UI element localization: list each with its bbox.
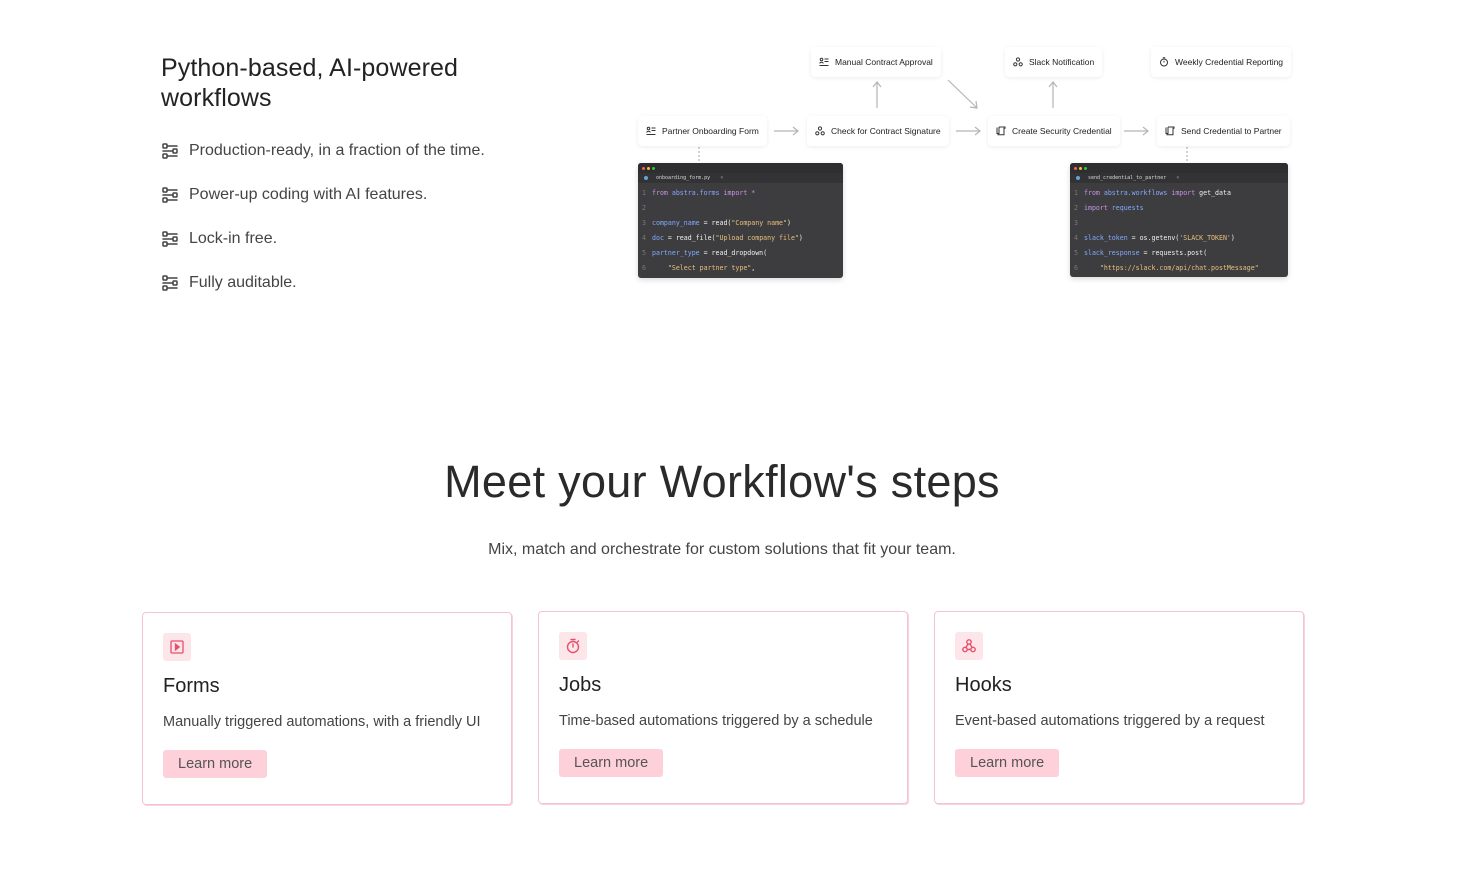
window-maximize-dot[interactable] [1084, 166, 1087, 170]
card-title: Hooks [955, 674, 1012, 696]
code-window-bar [1070, 163, 1288, 173]
code-tab-filename: send_credential_to_partner [1088, 175, 1167, 181]
workflow-diagram: Manual Contract Approval Slack Notificat… [630, 40, 1300, 290]
webhook-icon [962, 639, 976, 653]
workflow-icon [162, 275, 178, 291]
python-file-icon [644, 176, 648, 180]
python-file-icon [1076, 176, 1080, 180]
card-description: Time-based automations triggered by a sc… [559, 713, 873, 729]
feature-text: Production-ready, in a fraction of the t… [189, 142, 485, 159]
feature-text: Fully auditable. [189, 274, 297, 291]
form-icon [646, 126, 656, 135]
node-label: Slack Notification [1029, 57, 1095, 67]
card-icon-box [559, 632, 587, 660]
feature-text: Lock-in free. [189, 230, 278, 247]
workflow-icon [162, 143, 178, 159]
card-description: Manually triggered automations, with a f… [163, 714, 481, 730]
node-create-security-credential[interactable]: Create Security Credential [988, 116, 1120, 146]
node-label: Manual Contract Approval [835, 57, 933, 67]
card-title: Jobs [559, 674, 602, 696]
code-line: 6 "Select partner type", [642, 264, 756, 272]
learn-more-button[interactable]: Learn more [559, 749, 664, 777]
stopwatch-icon [566, 638, 580, 654]
card-title: Forms [163, 675, 220, 697]
card-description: Event-based automations triggered by a r… [955, 713, 1265, 729]
window-minimize-dot[interactable] [1079, 166, 1082, 170]
node-check-contract-signature[interactable]: Check for Contract Signature [807, 116, 949, 146]
form-icon [819, 57, 829, 66]
node-send-credential-to-partner[interactable]: Send Credential to Partner [1157, 116, 1290, 146]
node-weekly-credential-reporting[interactable]: Weekly Credential Reporting [1151, 47, 1292, 77]
card-jobs: Jobs Time-based automations triggered by… [538, 611, 908, 804]
webhook-icon [1013, 57, 1023, 67]
learn-more-button[interactable]: Learn more [955, 749, 1060, 777]
webhook-icon [815, 126, 825, 136]
feature-item: Lock-in free. [161, 227, 485, 251]
hero-title: Python-based, AI-powered workflows [161, 54, 459, 112]
script-icon [1165, 126, 1175, 136]
node-label: Check for Contract Signature [831, 126, 941, 136]
node-label: Create Security Credential [1012, 126, 1112, 136]
code-tab-filename: onboarding_form.py [656, 175, 711, 181]
feature-item: Production-ready, in a fraction of the t… [161, 139, 485, 163]
code-tab[interactable]: onboarding_form.py × [638, 173, 843, 183]
code-window-bar [638, 163, 843, 173]
feature-list: Production-ready, in a fraction of the t… [161, 139, 485, 315]
node-manual-contract-approval[interactable]: Manual Contract Approval [811, 47, 941, 77]
stopwatch-icon [1160, 57, 1168, 67]
node-partner-onboarding-form[interactable]: Partner Onboarding Form [638, 116, 767, 146]
window-close-dot[interactable] [1074, 166, 1077, 170]
workflow-icon [162, 231, 178, 247]
node-label: Partner Onboarding Form [662, 126, 759, 136]
code-line: 2 [642, 204, 646, 212]
card-hooks: Hooks Event-based automations triggered … [934, 611, 1304, 804]
node-label: Weekly Credential Reporting [1175, 57, 1284, 67]
script-icon [996, 126, 1006, 136]
node-slack-notification[interactable]: Slack Notification [1005, 47, 1103, 77]
card-forms: Forms Manually triggered automations, wi… [142, 612, 512, 805]
card-icon-box [955, 632, 983, 660]
window-minimize-dot[interactable] [647, 166, 650, 170]
code-line: 3 [1074, 219, 1078, 227]
workflow-icon [162, 187, 178, 203]
card-icon-box [163, 633, 191, 661]
node-label: Send Credential to Partner [1181, 126, 1282, 136]
close-tab-icon[interactable]: × [720, 175, 724, 181]
code-tab[interactable]: send_credential_to_partner × [1070, 173, 1288, 183]
section-title: Meet your Workflow's steps [444, 456, 1000, 507]
play-square-icon [170, 640, 184, 654]
feature-text: Power-up coding with AI features. [189, 186, 428, 203]
window-close-dot[interactable] [642, 166, 645, 170]
feature-item: Power-up coding with AI features. [161, 183, 485, 207]
close-tab-icon[interactable]: × [1176, 175, 1180, 181]
learn-more-button[interactable]: Learn more [163, 750, 268, 778]
window-maximize-dot[interactable] [652, 166, 655, 170]
code-line: 6 "https://slack.com/api/chat.postMessag… [1074, 264, 1259, 272]
feature-item: Fully auditable. [161, 271, 485, 295]
section-subtitle: Mix, match and orchestrate for custom so… [488, 541, 956, 558]
